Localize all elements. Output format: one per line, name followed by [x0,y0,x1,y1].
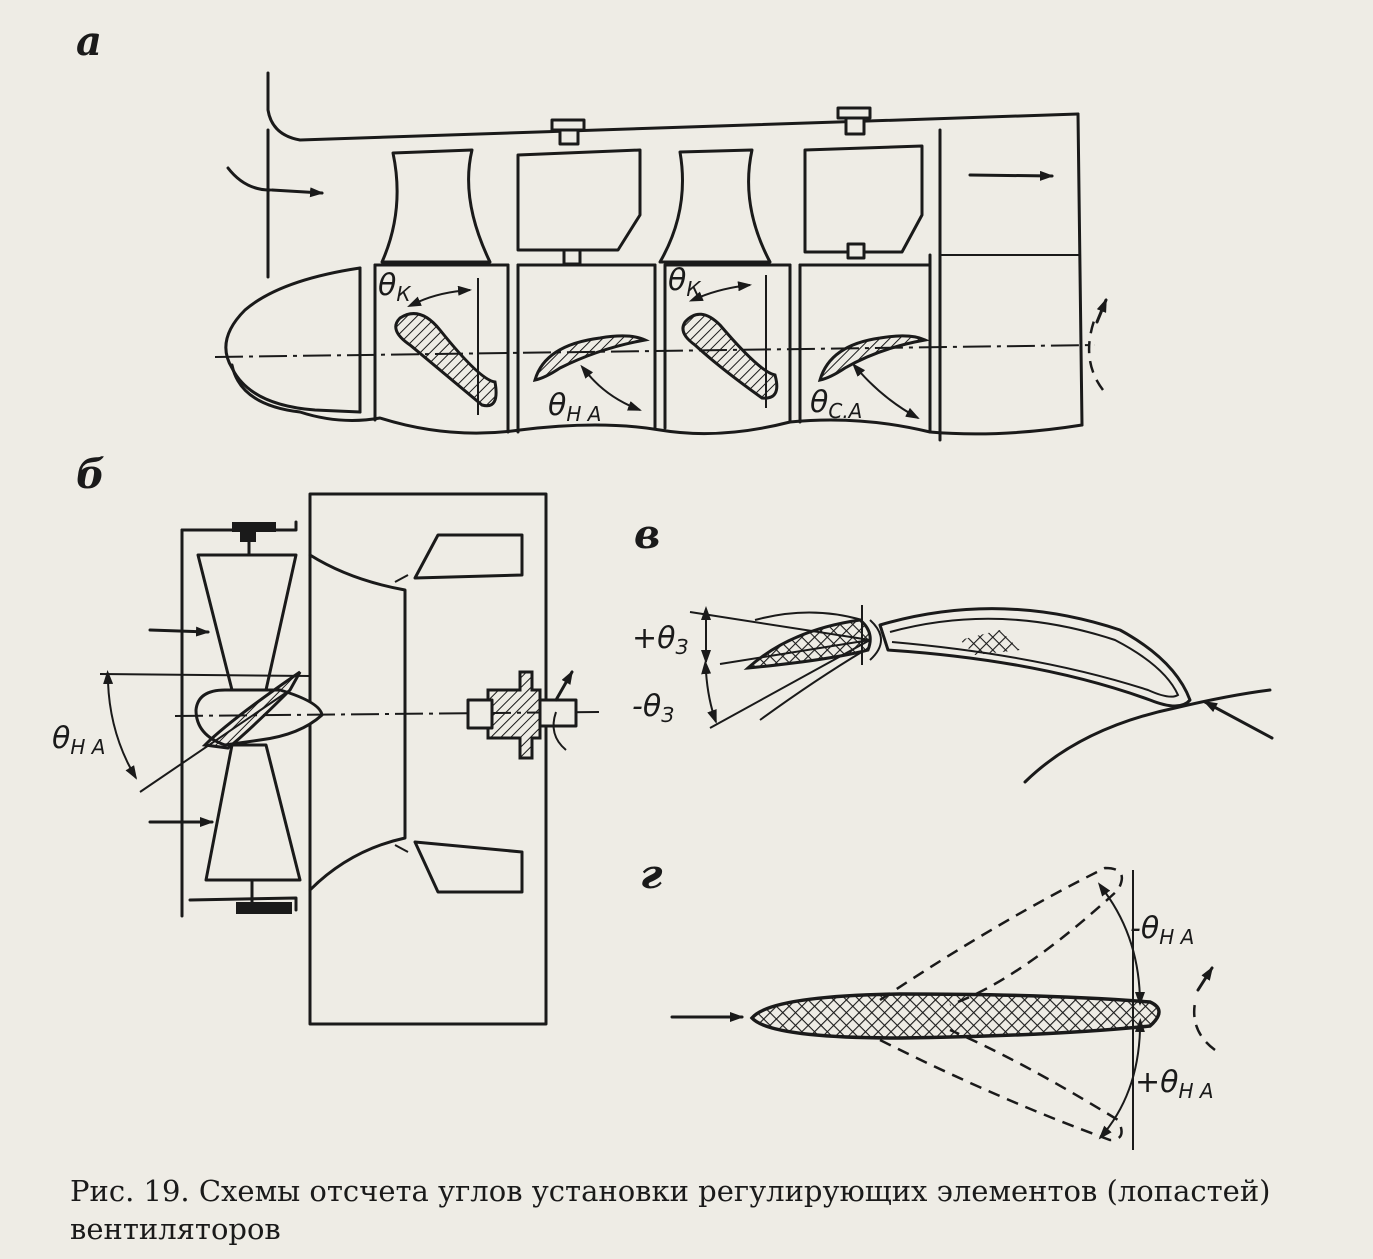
plus-theta-z-sub: З [676,635,689,659]
plus-theta-z-label: +θ [632,621,676,656]
theta-k-label-2: θ [668,263,686,298]
svg-text:+θЗ: +θЗ [632,621,689,659]
theta-na-label-b: θ [52,721,70,756]
panel-label-b: б [76,451,105,498]
panel-label-g: г [640,851,663,898]
panel-b-diagram: б [52,451,601,1026]
theta-na-label-a: θ [548,388,566,423]
plus-theta-na-label: +θ [1135,1065,1179,1100]
svg-text:θН А: θН А [548,388,601,426]
minus-theta-z-sub: З [661,703,674,727]
theta-na-sub-a: Н А [566,402,601,426]
panel-v-diagram: в +θЗ -θЗ [632,511,1274,784]
theta-k-sub-2: К [686,277,701,301]
panel-label-v: в [634,511,660,558]
minus-theta-na-label: -θ [1130,911,1159,946]
minus-theta-na-sub: Н А [1159,925,1194,949]
svg-text:θК: θК [378,268,411,306]
theta-ca-sub: С.А [828,399,862,423]
minus-theta-z-label: -θ [632,689,661,724]
svg-text:-θЗ: -θЗ [632,689,674,727]
panel-g-diagram: г -θН А +θН А [640,851,1216,1150]
plus-theta-na-sub: Н А [1179,1079,1214,1103]
svg-text:+θН А: +θН А [1135,1065,1214,1103]
theta-k-sub-1: К [396,282,411,306]
theta-ca-label: θ [810,385,828,420]
svg-text:θС.А: θС.А [810,385,862,423]
svg-text:-θН А: -θН А [1130,911,1194,949]
svg-text:θН А: θН А [52,721,105,759]
figure-caption: Рис. 19. Схемы отсчета углов установки р… [70,1174,1271,1246]
theta-k-label-1: θ [378,268,396,303]
svg-text:θК: θК [668,263,701,301]
panel-a-diagram: а [76,18,1108,442]
panel-label-a: а [76,18,102,65]
theta-na-sub-b: Н А [70,735,105,759]
